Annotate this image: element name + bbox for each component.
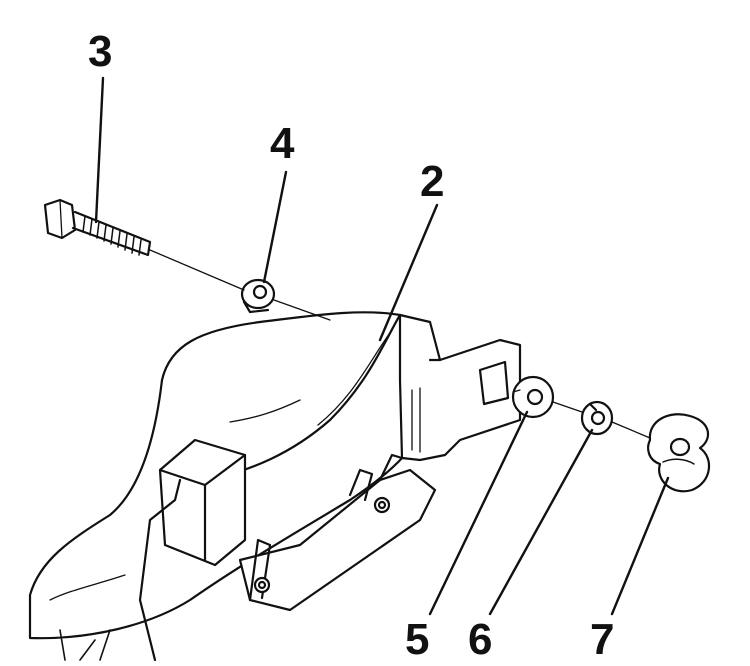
callout-4: 4: [270, 119, 295, 168]
hinge-bracket: [59, 438, 247, 662]
callout-2: 2: [420, 157, 445, 206]
nut-4: [240, 278, 276, 314]
callout-5: 5: [405, 615, 430, 664]
callout-3: 3: [88, 27, 113, 76]
lower-flange: [238, 453, 437, 612]
mounting-bracket: [398, 313, 522, 462]
lock-washer-6: [580, 400, 614, 436]
assembly-axis-lines: [149, 249, 651, 439]
callout-7: 7: [590, 615, 615, 664]
wing-nut-7: [647, 413, 710, 493]
callout-6: 6: [468, 615, 493, 664]
hex-bolt: [43, 198, 152, 257]
leader-lines: [94, 76, 670, 616]
flat-washer-5: [511, 375, 555, 419]
